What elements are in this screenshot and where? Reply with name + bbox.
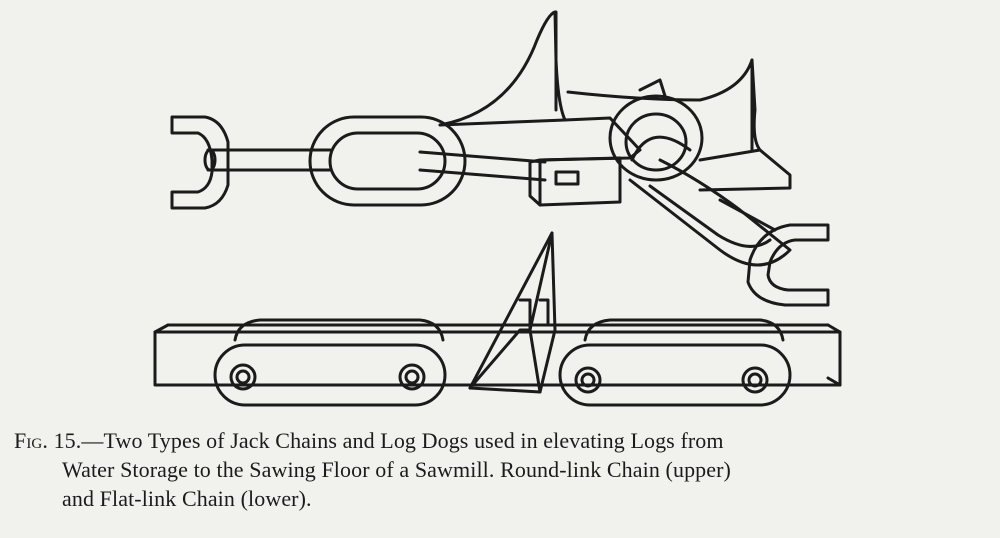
caption-line-2: Water Storage to the Sawing Floor of a S… bbox=[62, 457, 731, 482]
flat-link-pin-hole bbox=[741, 366, 769, 394]
round-link-diagonal bbox=[628, 158, 792, 267]
flat-link-roller-left bbox=[233, 318, 445, 342]
round-link-shaft-middle bbox=[418, 150, 547, 182]
caption-line-1: Fig. 15.—Two Types of Jack Chains and Lo… bbox=[14, 426, 994, 455]
round-link-shaft-end bbox=[203, 148, 217, 172]
caption-text-line-1: 15.—Two Types of Jack Chains and Log Dog… bbox=[47, 428, 724, 453]
flat-link-pin-hole bbox=[574, 366, 602, 394]
round-link-oval-1 bbox=[308, 115, 467, 207]
log-dog-block bbox=[538, 156, 622, 207]
caption-line-3: and Flat-link Chain (lower). bbox=[62, 486, 312, 511]
round-link-end-hook-right bbox=[746, 223, 830, 307]
upper-log-dog-right bbox=[566, 58, 792, 192]
flat-link-plate-left bbox=[213, 343, 447, 407]
lower-log-dog bbox=[468, 231, 557, 394]
flat-link-plate-right bbox=[558, 343, 792, 407]
flat-link-back-bar bbox=[153, 330, 842, 387]
round-link-twisted bbox=[608, 94, 704, 182]
jack-chain-illustration bbox=[153, 10, 842, 407]
figure-caption: Fig. 15.—Two Types of Jack Chains and Lo… bbox=[14, 426, 994, 513]
round-link-chain bbox=[170, 10, 830, 307]
upper-log-dog bbox=[438, 10, 642, 207]
flat-link-pin-hole bbox=[398, 363, 426, 391]
figure-label: Fig. bbox=[14, 428, 48, 453]
flat-link-chain bbox=[153, 231, 842, 407]
round-link-end-hook-left bbox=[170, 115, 230, 210]
flat-link-pin-hole bbox=[229, 363, 257, 391]
log-dog-slot bbox=[554, 170, 580, 186]
flat-link-roller-right bbox=[583, 318, 785, 342]
